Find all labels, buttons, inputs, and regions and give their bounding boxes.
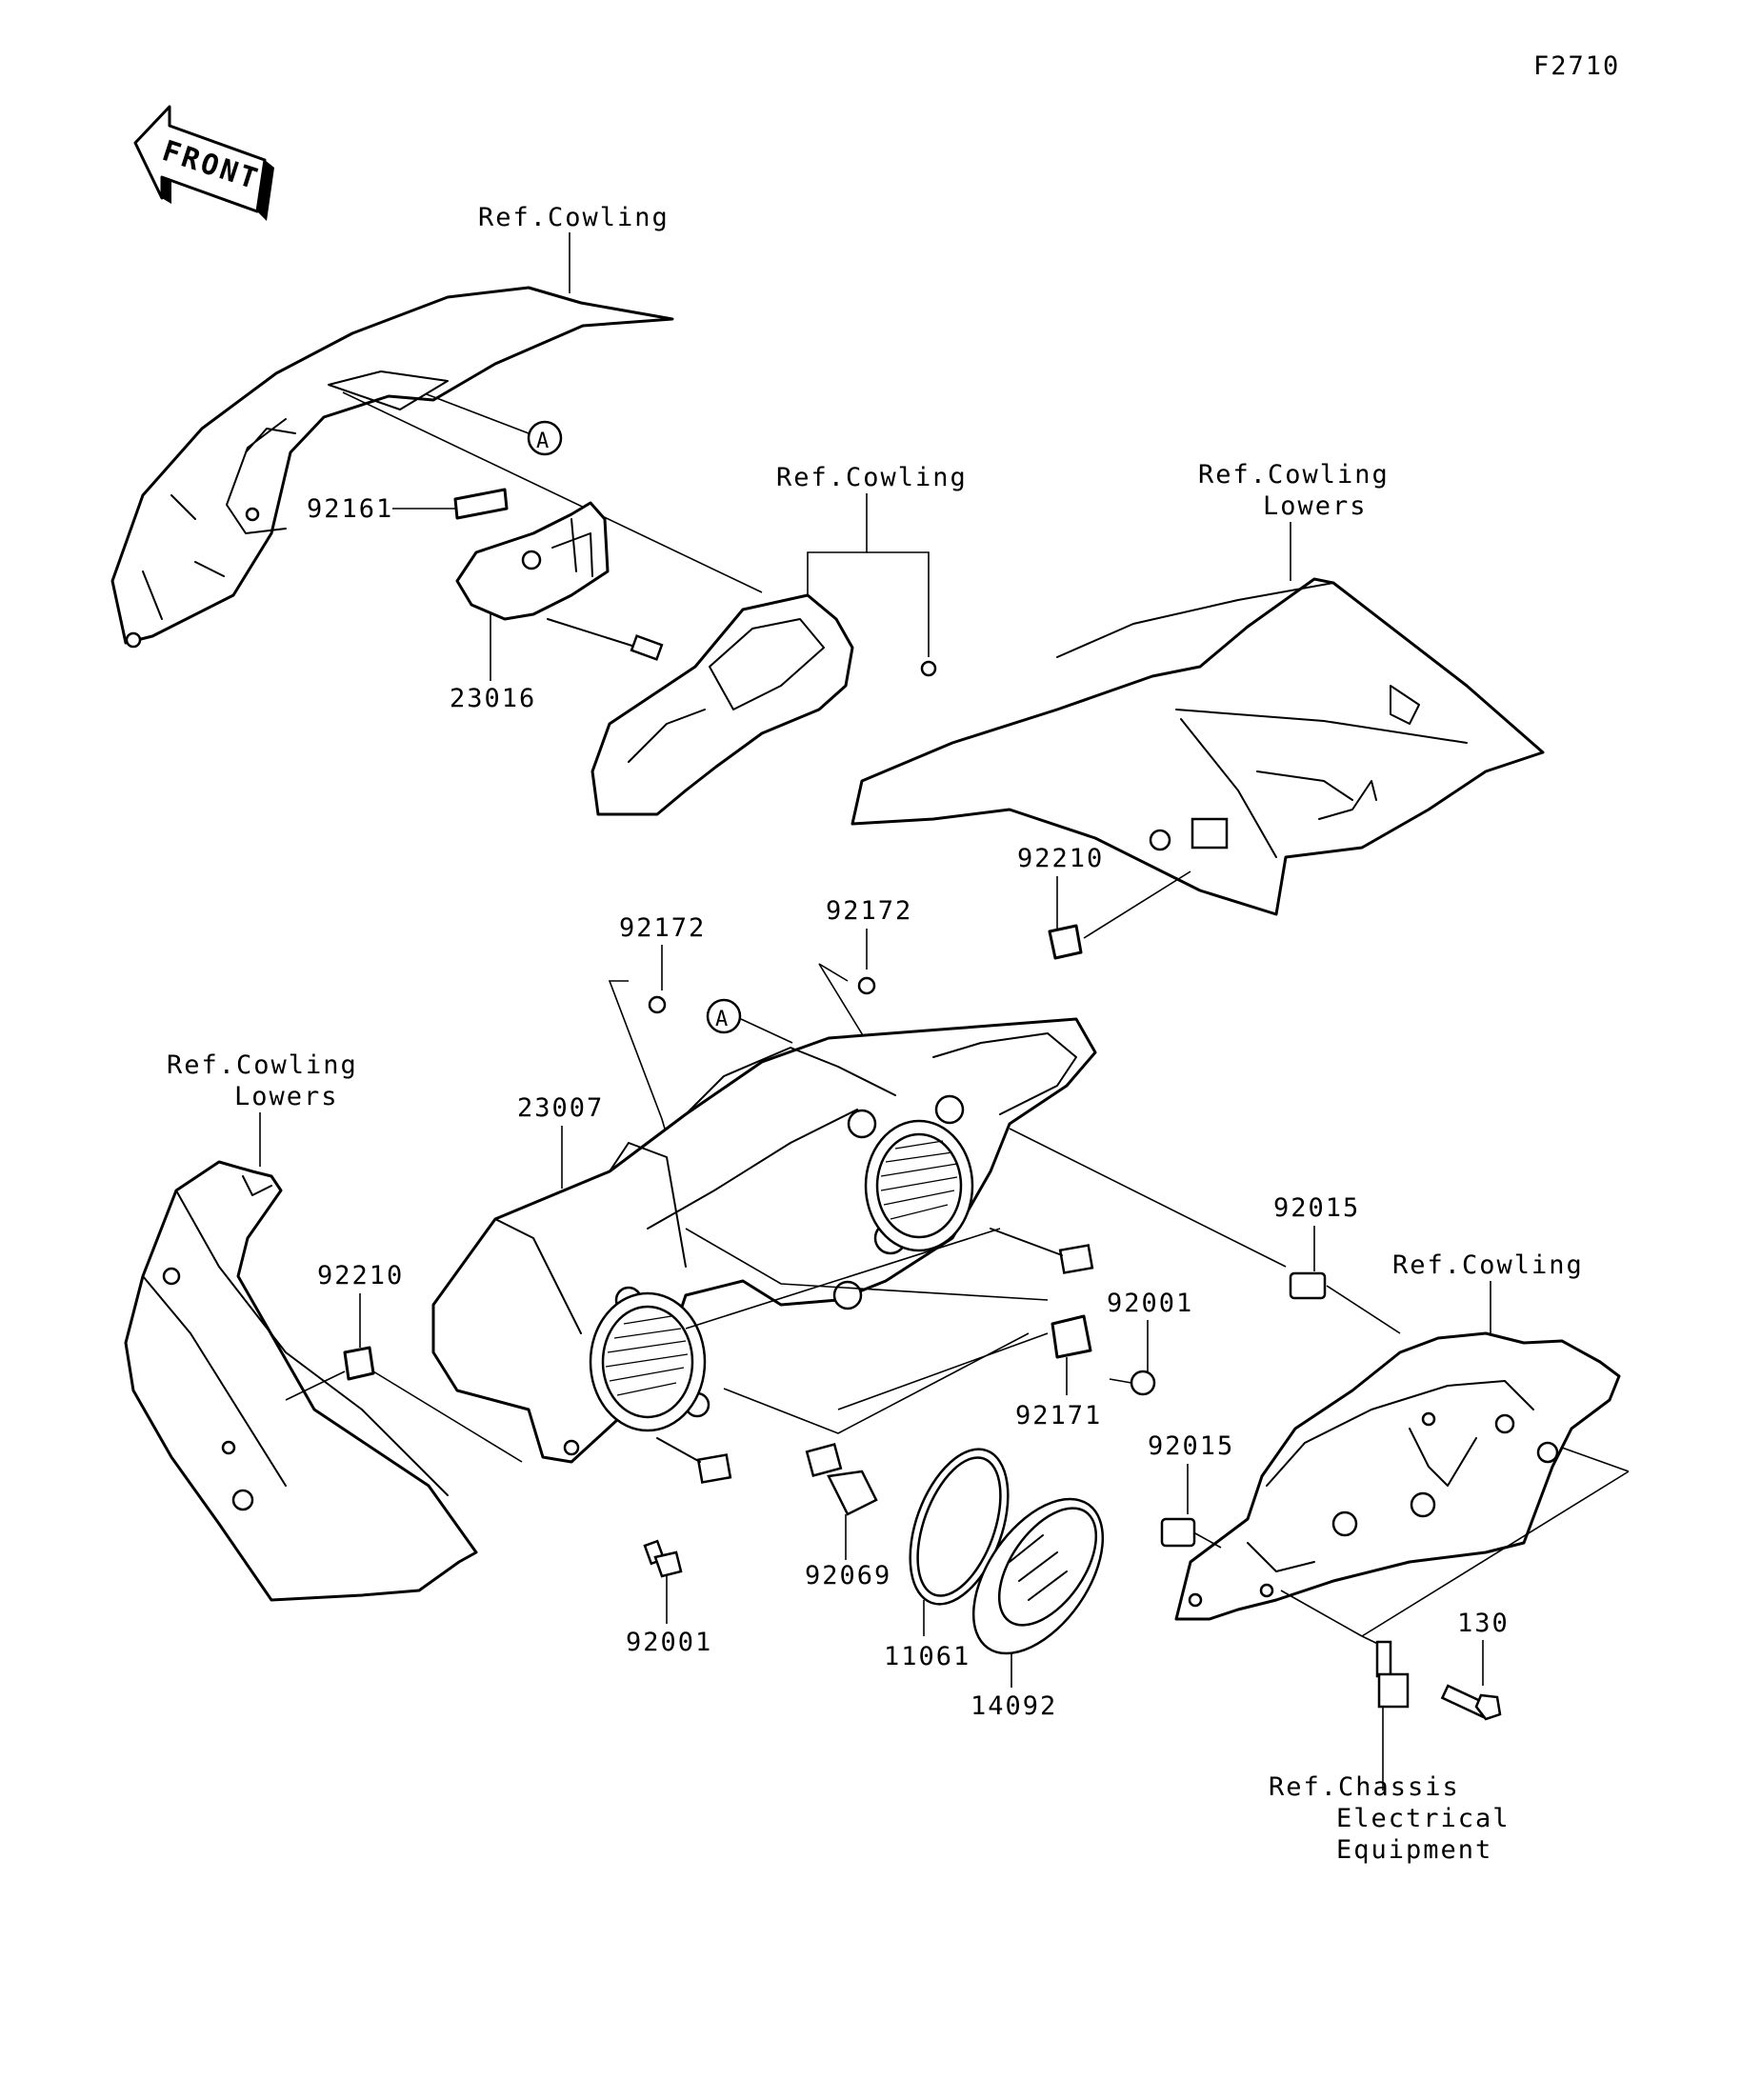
part-130-bolt xyxy=(1440,1684,1502,1721)
ref-cowling-lowers-left-label-1: Ref.Cowling xyxy=(167,1050,358,1080)
ref-chassis-label-1: Ref.Chassis xyxy=(1269,1772,1460,1802)
ref-chassis-label-2: Electrical xyxy=(1336,1804,1511,1833)
part-92172-right-label: 92172 xyxy=(826,896,912,926)
part-92001-right-label: 92001 xyxy=(1107,1289,1193,1318)
part-23007-label: 23007 xyxy=(517,1093,604,1123)
part-11061-label: 11061 xyxy=(884,1642,971,1671)
part-11061-oring xyxy=(909,1448,1010,1606)
part-14092-dust-cap xyxy=(971,1497,1105,1655)
figure-code: F2710 xyxy=(1533,51,1620,81)
part-92172-left-label: 92172 xyxy=(619,913,706,943)
part-92210-upper-label: 92210 xyxy=(1017,844,1104,873)
part-92172-left-screw xyxy=(648,995,667,1014)
part-92069-label: 92069 xyxy=(805,1561,891,1590)
ref-chassis-label-3: Equipment xyxy=(1336,1835,1492,1865)
part-92015-lower-label: 92015 xyxy=(1148,1431,1234,1461)
ref-cowling-top-label: Ref.Cowling xyxy=(478,203,670,232)
ref-cowling-lowers-right-label-1: Ref.Cowling xyxy=(1198,460,1390,490)
part-92069-bulb xyxy=(805,1443,878,1516)
right-headlight-stay xyxy=(1174,1331,1621,1621)
part-92172-right-screw xyxy=(857,976,876,995)
callout-a-top-letter: A xyxy=(536,430,549,453)
callout-a-mid xyxy=(706,998,742,1034)
part-14092-label: 14092 xyxy=(971,1691,1057,1721)
ref-cowling-lowers-left-label-2: Lowers xyxy=(234,1082,339,1111)
part-92161-label: 92161 xyxy=(307,494,393,524)
callout-a-top xyxy=(527,420,563,456)
part-92001-lower-label: 92001 xyxy=(626,1628,712,1657)
part-92171-clip xyxy=(1051,1314,1092,1359)
ref-cowling-right-label: Ref.Cowling xyxy=(1392,1250,1584,1280)
part-92210-lower-label: 92210 xyxy=(317,1261,404,1290)
part-23007-headlight-assembly xyxy=(431,1017,1097,1484)
part-92210-lower-clip xyxy=(343,1346,375,1381)
ref-cowling-lowers-right-label-2: Lowers xyxy=(1263,491,1368,521)
ref-cowling-mid-label: Ref.Cowling xyxy=(776,463,968,492)
part-23016-label: 23016 xyxy=(450,684,536,713)
left-lower-cowling xyxy=(124,1160,478,1602)
part-130-label: 130 xyxy=(1457,1609,1510,1638)
part-92015-upper-label: 92015 xyxy=(1273,1193,1360,1223)
upper-cowling-inner-panel xyxy=(110,286,674,649)
chassis-ground-tab xyxy=(1375,1640,1410,1709)
right-lower-cowling xyxy=(850,577,1545,916)
callout-a-mid-letter: A xyxy=(715,1008,728,1031)
part-92001-lower-screw xyxy=(643,1539,683,1578)
part-92001-right-screw xyxy=(1130,1370,1156,1396)
part-23016-bracket xyxy=(455,501,664,661)
part-92171-label: 92171 xyxy=(1015,1401,1102,1430)
part-92015-lower-grommet xyxy=(1160,1517,1196,1548)
part-92161-pad xyxy=(453,488,509,520)
part-92210-upper-clip xyxy=(1048,924,1083,960)
part-92015-upper-grommet xyxy=(1289,1271,1327,1300)
front-arrow-icon: FRONT xyxy=(133,105,274,221)
inner-duct-panel xyxy=(590,593,937,816)
